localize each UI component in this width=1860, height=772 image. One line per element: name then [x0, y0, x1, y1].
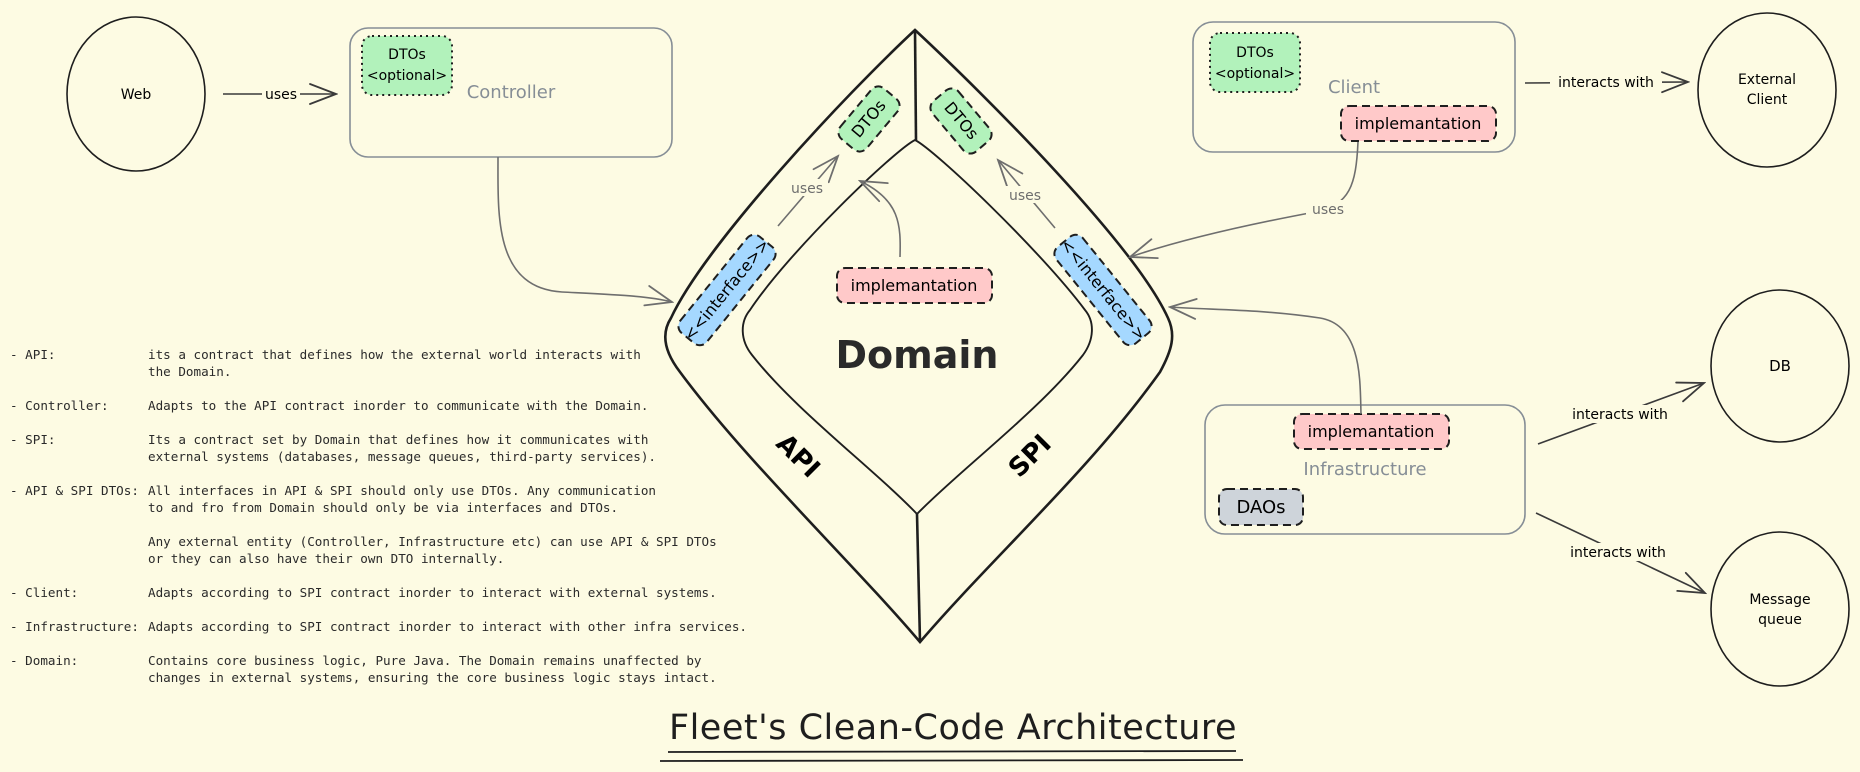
api-interface-label: <<interface>> [680, 235, 773, 344]
domain-impl-box [836, 267, 993, 304]
infrastructure-label: Infrastructure [1303, 459, 1426, 480]
message-queue-label-2: queue [1758, 612, 1802, 628]
legend-term: - Domain: [10, 653, 79, 668]
api-label: API [770, 428, 826, 484]
edge-label-bg [1564, 405, 1676, 423]
client-impl-box [1340, 105, 1497, 142]
controller-dtos-label: DTOs [388, 47, 426, 63]
web-label: Web [121, 87, 152, 103]
legend: - API: its a contract that defines how th… [10, 346, 770, 703]
external-client-label-2: Client [1747, 92, 1788, 108]
domain-label: Domain [836, 333, 999, 377]
db-label: DB [1769, 357, 1791, 375]
mq-interacts-label: interacts with [1570, 545, 1666, 561]
legend-description: Adapts according to SPI contract inorder… [148, 585, 717, 600]
edge-label-bg [1562, 543, 1674, 561]
legend-row: - Domain: Contains core business logic, P… [10, 652, 770, 686]
domain-impl-label: implemantation [851, 276, 978, 295]
infrastructure-box [1204, 404, 1526, 535]
legend-description: Its a contract set by Domain that define… [148, 432, 656, 464]
controller-box [349, 27, 673, 158]
client-label: Client [1328, 77, 1380, 98]
external-client-node [1697, 12, 1837, 168]
legend-term: - API & SPI DTOs: [10, 483, 139, 498]
domain-impl-to-api-dtos-arrow [860, 181, 901, 258]
title-underline [667, 750, 1237, 753]
legend-term: - API: [10, 347, 56, 362]
external-client-label-1: External [1738, 72, 1796, 88]
title-underline-2 [659, 759, 1244, 762]
legend-term [10, 533, 148, 567]
spi-interface: <<interface>> [1053, 233, 1153, 347]
infra-impl-box [1293, 413, 1450, 450]
legend-row: - SPI: Its a contract set by Domain that … [10, 431, 770, 465]
page-title: Fleet's Clean-Code Architecture [668, 708, 1238, 748]
client-dtos-optional: <optional> [1215, 66, 1295, 82]
message-queue-label-1: Message [1749, 592, 1810, 608]
legend-description: Any external entity (Controller, Infrast… [148, 534, 717, 566]
api-uses-label: uses [791, 181, 823, 197]
legend-term: - SPI: [10, 432, 56, 447]
controller-to-api-arrow [497, 156, 672, 302]
spi-interface-label: <<interface>> [1057, 235, 1150, 344]
spi-dtos: DTOs [929, 87, 993, 155]
edge-label-bg [1550, 73, 1662, 91]
legend-description: All interfaces in API & SPI should only … [148, 483, 656, 515]
legend-description: its a contract that defines how the exte… [148, 347, 641, 379]
edge-label-bg [262, 85, 300, 101]
controller-dtos-optional: <optional> [367, 68, 447, 84]
controller-dtos-box [361, 35, 453, 96]
legend-row: - Infrastructure: Adapts according to SPI… [10, 618, 770, 635]
legend-term: - Client: [10, 585, 79, 600]
domain-bottom-divider [915, 513, 922, 643]
web-node [66, 16, 206, 172]
message-queue-node [1710, 531, 1850, 687]
db-node [1710, 289, 1850, 443]
spi-label: SPI [1003, 429, 1058, 484]
legend-row: - Client: Adapts according to SPI contrac… [10, 584, 770, 601]
legend-row: - Controller: Adapts to the API contract … [10, 397, 770, 414]
legend-term: - Infrastructure: [10, 619, 139, 634]
client-impl-label: implemantation [1355, 114, 1482, 133]
client-dtos-box [1209, 32, 1301, 93]
db-interacts-label: interacts with [1572, 407, 1668, 423]
domain-inner-shape [741, 138, 1093, 516]
edge-label-bg [1004, 186, 1046, 203]
client-box [1192, 21, 1516, 153]
daos-box [1218, 488, 1304, 526]
infra-to-spi-arrow [1170, 307, 1362, 415]
client-interacts-label: interacts with [1558, 75, 1654, 91]
client-uses-label: uses [1312, 202, 1344, 218]
legend-description: Adapts according to SPI contract inorder… [148, 619, 747, 634]
edge-label-bg [786, 179, 828, 196]
infra-impl-label: implemantation [1308, 422, 1435, 441]
controller-label: Controller [467, 82, 556, 103]
edge-label-bg [1306, 200, 1348, 217]
domain-top-divider [913, 29, 918, 141]
api-dtos: DTOs [837, 85, 901, 153]
client-to-spi-arrow [1130, 141, 1359, 257]
legend-description: Contains core business logic, Pure Java.… [148, 653, 717, 685]
web-uses-label: uses [265, 87, 297, 103]
legend-row: - API & SPI DTOs: All interfaces in API &… [10, 482, 770, 516]
spi-uses-label: uses [1009, 188, 1041, 204]
client-dtos-label: DTOs [1236, 45, 1274, 61]
legend-term: - Controller: [10, 398, 109, 413]
legend-row: Any external entity (Controller, Infrast… [10, 533, 770, 567]
legend-row: - API: its a contract that defines how th… [10, 346, 770, 380]
daos-label: DAOs [1236, 497, 1285, 518]
legend-description: Adapts to the API contract inorder to co… [148, 398, 649, 413]
